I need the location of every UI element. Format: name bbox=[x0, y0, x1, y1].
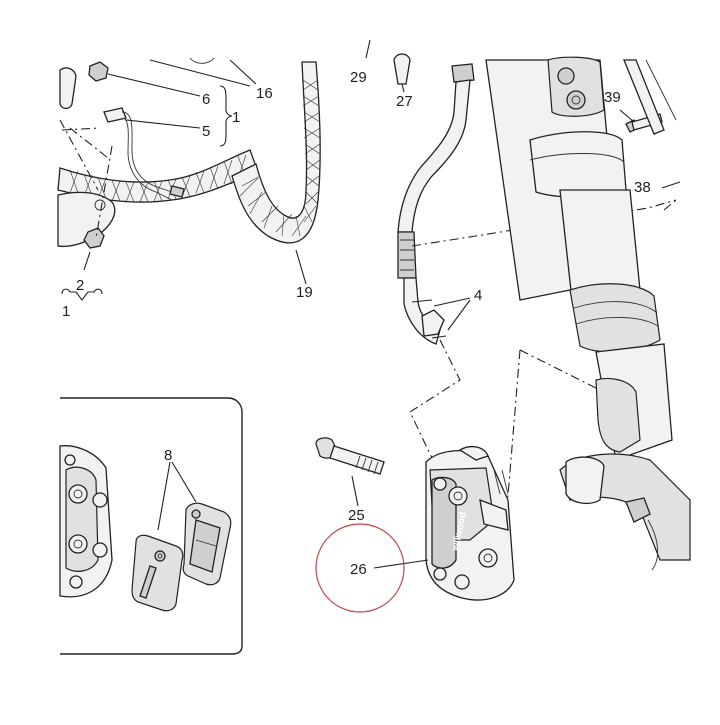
callout-19: 19 bbox=[296, 284, 313, 301]
braided-brake-hose bbox=[231, 61, 321, 285]
sensor-cable-assembly bbox=[57, 57, 259, 301]
callout-39: 39 bbox=[604, 89, 621, 106]
callout-29: 29 bbox=[350, 69, 367, 86]
callout-26-leader bbox=[373, 559, 429, 569]
callout-4: 4 bbox=[474, 287, 482, 304]
callout-27: 27 bbox=[396, 93, 413, 110]
callout-2: 2 bbox=[76, 277, 84, 294]
callout-1-brace: 1 bbox=[232, 109, 240, 126]
caliper-bolt bbox=[315, 437, 385, 507]
rigid-brake-line bbox=[397, 63, 677, 521]
callout-26: 26 bbox=[350, 561, 367, 578]
callout-8: 8 bbox=[164, 447, 172, 464]
front-fork-leg bbox=[485, 56, 691, 571]
callout-25: 25 bbox=[348, 507, 365, 524]
callout-1-bottom: 1 bbox=[62, 303, 70, 320]
highlight-circle bbox=[315, 523, 405, 613]
fittings-top bbox=[365, 39, 411, 93]
callout-5: 5 bbox=[202, 123, 210, 140]
callout-16: 16 bbox=[256, 85, 273, 102]
callout-6: 6 bbox=[202, 91, 210, 108]
brake-caliper: wilwood bbox=[425, 445, 515, 601]
callout-38: 38 bbox=[634, 179, 651, 196]
brake-pad-inset bbox=[59, 397, 243, 655]
